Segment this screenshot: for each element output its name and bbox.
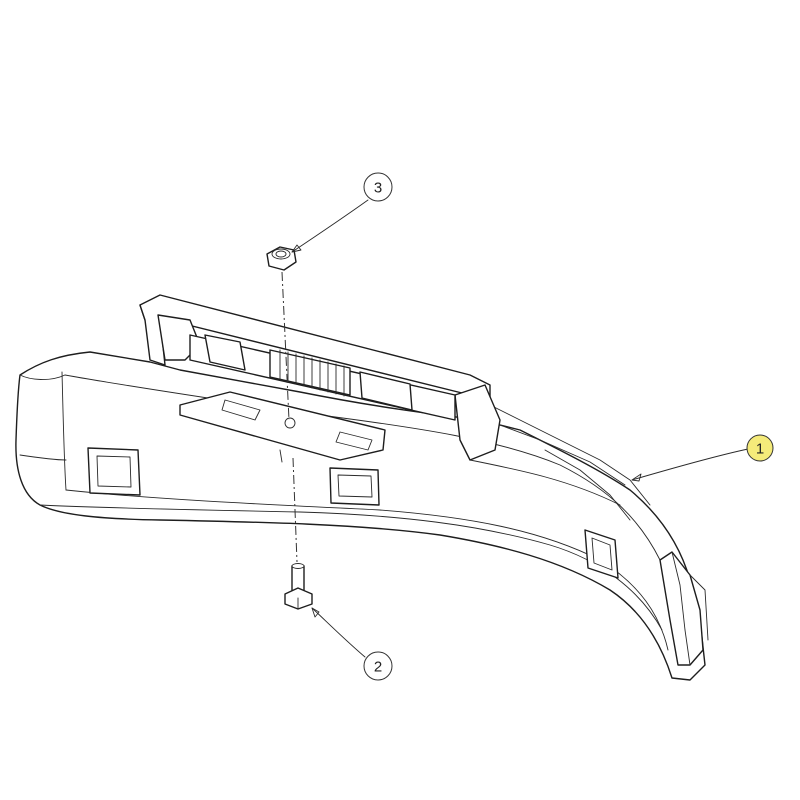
callout-3-label: 3 [374,180,382,197]
bracket-housing-part [15,351,709,681]
flange-nut-part [266,246,297,271]
hinge-assembly [139,294,501,461]
callout-3: 3 [363,172,393,202]
callout-1-label: 1 [756,441,764,458]
callout-1: 1 [746,434,774,462]
callout-3-circle [363,172,393,202]
bolt-part [284,563,313,610]
leader-line-3 [291,199,369,253]
callout-2-label: 2 [374,659,382,676]
assembly-centerline [281,271,290,421]
callout-1-circle [746,434,774,462]
callout-2: 2 [363,651,393,681]
callout-2-circle [363,651,393,681]
assembly-centerline-lower [292,457,298,563]
spring [269,349,351,397]
leader-line-1 [631,448,749,481]
leader-line-2 [311,607,366,658]
